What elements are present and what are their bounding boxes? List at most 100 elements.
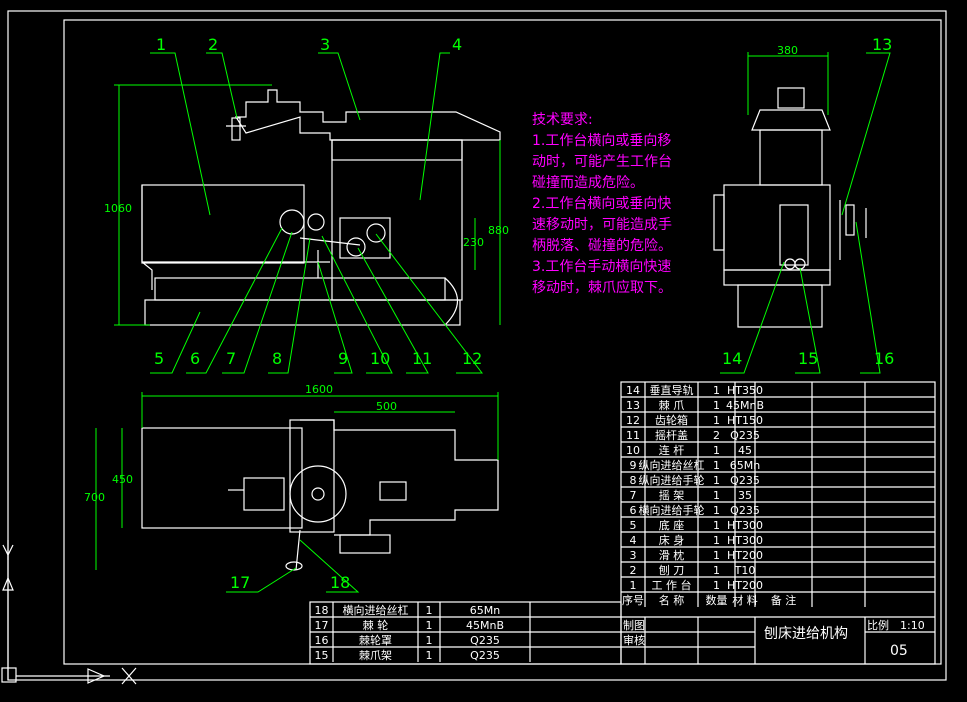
tech-line: 3.工作台手动横向快速 xyxy=(532,259,671,275)
callout-11: 11 xyxy=(412,349,432,368)
tech-line: 1.工作台横向或垂向移 xyxy=(532,133,671,149)
table-cell-mat: 35 xyxy=(738,489,752,502)
table-cell-mat: Q235 xyxy=(470,649,500,662)
table-cell-name: 齿轮箱 xyxy=(655,413,688,427)
table-cell-no: 13 xyxy=(626,399,640,412)
tech-line: 2.工作台横向或垂向快 xyxy=(532,196,671,212)
dim-top-length: 1600 xyxy=(305,383,333,396)
tech-line: 动时，可能产生工作台 xyxy=(532,154,672,170)
table-cell-mat: 45MnB xyxy=(726,399,764,412)
callout-14: 14 xyxy=(722,349,742,368)
callout-17: 17 xyxy=(230,573,250,592)
table-cell-qty: 1 xyxy=(713,504,720,517)
table-cell-no: 2 xyxy=(630,564,637,577)
table-header-name: 名 称 xyxy=(659,593,685,607)
callout-10: 10 xyxy=(370,349,390,368)
dim-side-width: 380 xyxy=(777,44,798,57)
tech-line: 移动时，棘爪应取下。 xyxy=(532,279,672,296)
table-cell-qty: 1 xyxy=(713,564,720,577)
callout-7: 7 xyxy=(226,349,236,368)
table-cell-name: 滑 枕 xyxy=(659,548,685,562)
scale-label: 比例 xyxy=(867,618,889,632)
table-cell-name: 床 身 xyxy=(659,533,685,547)
dim-top-height: 700 xyxy=(84,491,105,504)
table-cell-no: 3 xyxy=(630,549,637,562)
table-cell-qty: 1 xyxy=(713,444,720,457)
table-cell-no: 8 xyxy=(630,474,637,487)
callout-5: 5 xyxy=(154,349,164,368)
callout-4: 4 xyxy=(452,35,462,54)
table-cell-no: 10 xyxy=(626,444,640,457)
callout-15: 15 xyxy=(798,349,818,368)
table-cell-qty: 1 xyxy=(713,399,720,412)
sheet-number: 05 xyxy=(890,643,908,659)
table-cell-no: 15 xyxy=(315,649,329,662)
callout-6: 6 xyxy=(190,349,200,368)
table-cell-qty: 1 xyxy=(426,634,433,647)
drawing-title: 刨床进给机构 xyxy=(764,626,848,642)
table-cell-name: 纵向进给手轮 xyxy=(639,473,705,487)
table-cell-no: 17 xyxy=(315,619,329,632)
table-cell-qty: 1 xyxy=(426,604,433,617)
drawn-label: 制图 xyxy=(623,619,645,632)
table-cell-qty: 1 xyxy=(713,534,720,547)
table-cell-qty: 1 xyxy=(426,649,433,662)
table-cell-mat: Q235 xyxy=(730,504,760,517)
table-cell-name: 刨 刀 xyxy=(659,563,685,577)
table-cell-mat: HT300 xyxy=(727,534,763,547)
callout-2: 2 xyxy=(208,35,218,54)
table-cell-name: 棘 轮 xyxy=(363,618,389,632)
callout-18: 18 xyxy=(330,573,350,592)
dim-top-inner: 450 xyxy=(112,473,133,486)
side-view xyxy=(713,87,867,328)
inner-border xyxy=(63,19,942,665)
table-cell-name: 横向进给手轮 xyxy=(639,503,705,517)
table-cell-mat: HT200 xyxy=(727,549,763,562)
table-cell-mat: HT200 xyxy=(727,579,763,592)
table-cell-name: 棘爪架 xyxy=(359,649,392,662)
top-view xyxy=(141,419,499,571)
callout-13: 13 xyxy=(872,35,892,54)
ucs-icon xyxy=(1,540,137,685)
top-dimensions: 1600 500 700 450 xyxy=(84,383,499,570)
callout-numbers: 1 2 3 4 5 6 7 8 9 10 11 12 13 14 15 16 1… xyxy=(154,35,894,592)
table-cell-no: 11 xyxy=(626,429,640,442)
table-cell-qty: 1 xyxy=(713,474,720,487)
table-cell-no: 1 xyxy=(630,579,637,592)
table-cell-qty: 1 xyxy=(713,459,720,472)
side-dimensions: 380 xyxy=(747,44,829,115)
table-cell-mat: Q235 xyxy=(730,429,760,442)
table-cell-mat: HT300 xyxy=(727,519,763,532)
table-cell-no: 14 xyxy=(626,384,640,397)
dim-top-part: 500 xyxy=(376,400,397,413)
table-cell-name: 连 杆 xyxy=(659,443,685,457)
table-cell-no: 18 xyxy=(315,604,329,617)
table-cell-name: 底 座 xyxy=(659,518,685,532)
table-cell-mat: 65Mn xyxy=(730,459,760,472)
table-cell-mat: Q235 xyxy=(470,634,500,647)
table-cell-qty: 1 xyxy=(426,619,433,632)
table-header-no: 序号 xyxy=(622,593,644,607)
front-dimensions: 1060 880 230 xyxy=(104,84,509,326)
table-cell-name: 横向进给丝杠 xyxy=(343,603,409,617)
table-cell-mat: 65Mn xyxy=(470,604,500,617)
table-cell-qty: 1 xyxy=(713,384,720,397)
table-cell-no: 12 xyxy=(626,414,640,427)
table-cell-no: 7 xyxy=(630,489,637,502)
table-cell-mat: 45MnB xyxy=(466,619,504,632)
table-cell-name: 工 作 台 xyxy=(652,578,692,592)
table-cell-qty: 1 xyxy=(713,489,720,502)
callout-8: 8 xyxy=(272,349,282,368)
table-cell-name: 纵向进给丝杠 xyxy=(639,458,705,472)
callout-16: 16 xyxy=(874,349,894,368)
table-cell-mat: 45 xyxy=(738,444,752,457)
tech-line: 速移动时，可能造成手 xyxy=(532,217,672,233)
dim-front-height: 1060 xyxy=(104,202,132,215)
table-cell-name: 摇杆盖 xyxy=(655,428,688,442)
table-cell-name: 棘轮罩 xyxy=(359,633,392,647)
table-cell-name: 棘 爪 xyxy=(659,399,685,412)
table-cell-no: 16 xyxy=(315,634,329,647)
